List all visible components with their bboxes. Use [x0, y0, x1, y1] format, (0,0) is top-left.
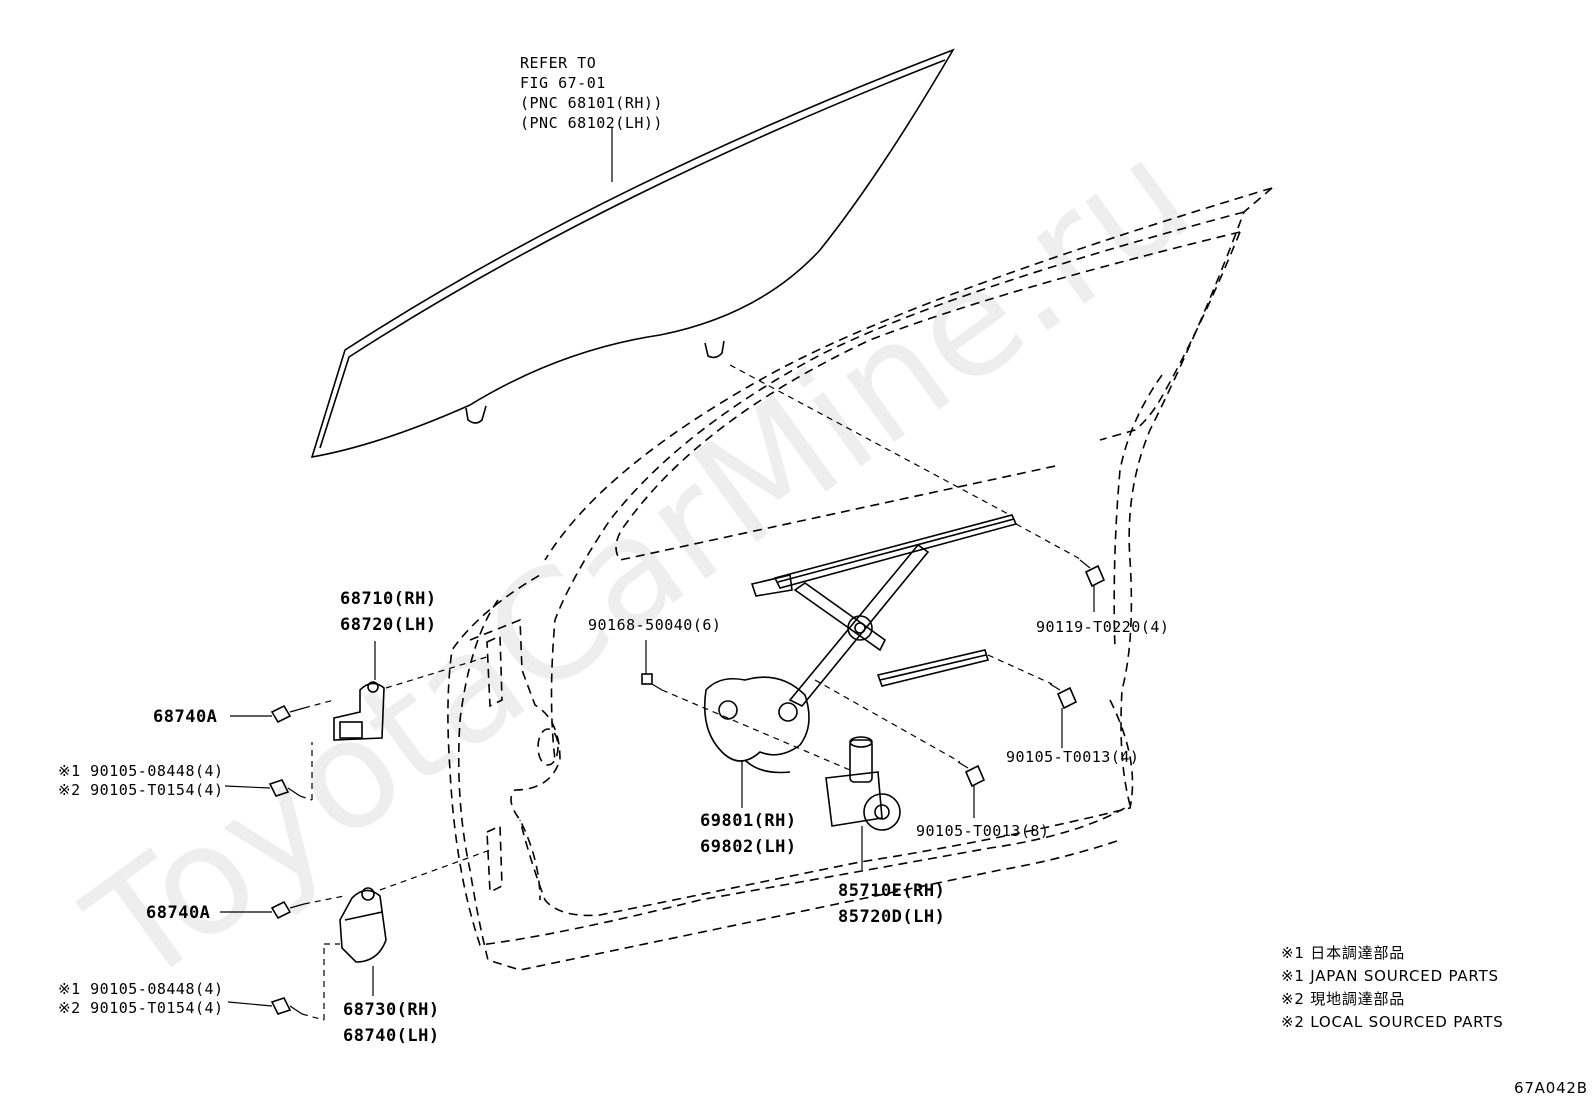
regulator-motor: [825, 736, 901, 870]
label-motor-rh: 85710E(RH): [838, 881, 945, 901]
glass-ref-line2: FIG 67-01: [520, 74, 606, 92]
label-bolt-t0013-4: 90105-T0013(4): [1006, 748, 1139, 766]
label-hinge-upper-lh: 68720(LH): [340, 615, 437, 635]
label-screw-small: 90168-50040(6): [588, 616, 721, 634]
watermark: ToyotaCarMine.ru: [58, 108, 1221, 1020]
lower-hinge: [339, 887, 387, 963]
label-bolt-upper: 68740A: [153, 707, 217, 727]
legend-line-3: ※2 現地調達部品: [1281, 990, 1405, 1008]
label-bolt-upper-local: ※2 90105-T0154(4): [58, 781, 224, 799]
label-bolt-upper-japan: ※1 90105-08448(4): [58, 762, 224, 780]
label-hinge-upper-rh: 68710(RH): [340, 589, 437, 609]
label-bolt-lower: 68740A: [146, 903, 210, 923]
solid-leaders: [220, 586, 1095, 1007]
legend: ※1 日本調達部品 ※1 JAPAN SOURCED PARTS ※2 現地調達…: [1281, 944, 1504, 1031]
lower-hinge-bolts: [270, 900, 305, 1015]
label-bolt-lower-local: ※2 90105-T0154(4): [58, 999, 224, 1017]
upper-hinge: [333, 681, 385, 741]
label-bolt-lower-japan: ※1 90105-08448(4): [58, 980, 224, 998]
label-motor-lh: 85720D(LH): [838, 907, 945, 927]
dashed-leaders: [299, 364, 1083, 1021]
label-regulator-lh: 69802(LH): [700, 837, 797, 857]
upper-hinge-bolts: [268, 704, 305, 797]
legend-line-1: ※1 日本調達部品: [1281, 944, 1405, 962]
label-hinge-lower-lh: 68740(LH): [343, 1026, 440, 1046]
glass-ref-label: REFER TO FIG 67-01 (PNC 68101(RH)) (PNC …: [520, 54, 663, 132]
glass-ref-line1: REFER TO: [520, 54, 596, 72]
figure-code: 67A042B: [1514, 1079, 1588, 1097]
door-panel: [447, 187, 1273, 971]
door-glass: [310, 48, 955, 459]
glass-ref-line4: (PNC 68102(LH)): [520, 114, 663, 132]
label-regulator-rh: 69801(RH): [700, 811, 797, 831]
label-hinge-lower-rh: 68730(RH): [343, 1000, 440, 1020]
label-bolt-t0013-8: 90105-T0013(8): [916, 822, 1049, 840]
fasteners: [641, 559, 1106, 788]
label-bolt-t0220: 90119-T0220(4): [1036, 618, 1169, 636]
legend-line-2: ※1 JAPAN SOURCED PARTS: [1281, 967, 1499, 985]
legend-line-4: ※2 LOCAL SOURCED PARTS: [1281, 1013, 1504, 1031]
glass-ref-line3: (PNC 68101(RH)): [520, 94, 663, 112]
